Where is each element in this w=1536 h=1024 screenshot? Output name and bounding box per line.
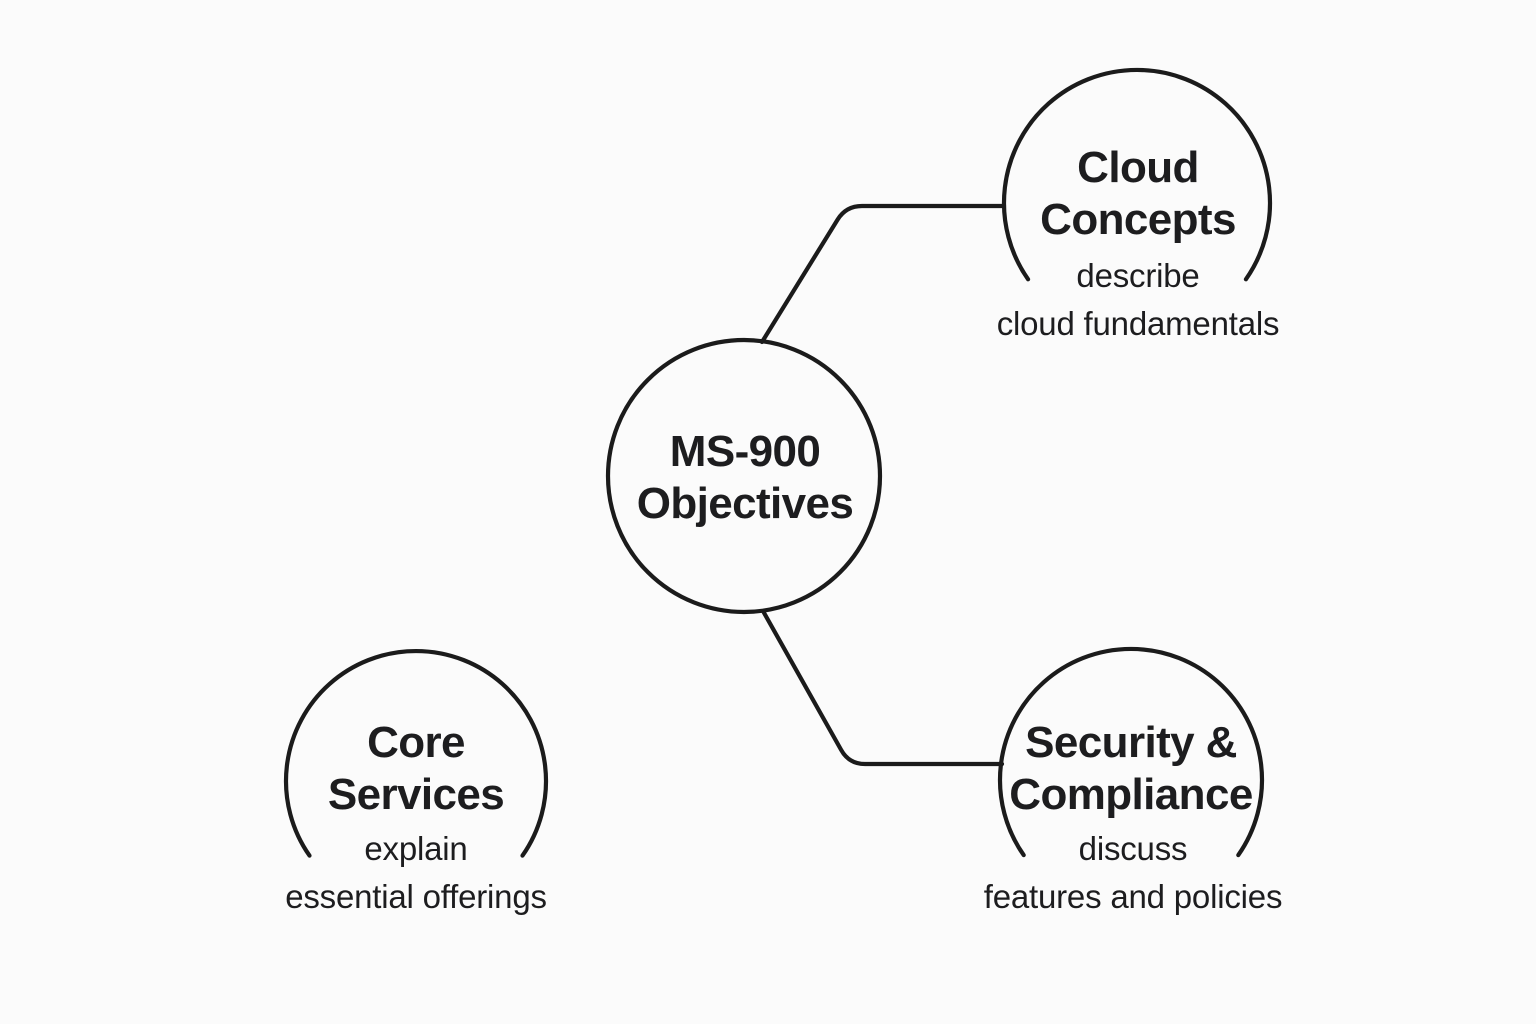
core-services-subtitle-line-1: explain xyxy=(364,830,468,867)
security-compliance-node-circle xyxy=(997,646,1265,858)
center-node-label-line-1: MS-900 xyxy=(669,427,821,476)
core-services-title-line-1: Core xyxy=(367,718,465,767)
security-compliance-title-line-1: Security & xyxy=(1025,718,1237,767)
center-node-circle xyxy=(605,337,883,615)
core-services-node-circle xyxy=(283,648,549,858)
core-services-subtitle-line-2: essential offerings xyxy=(285,878,547,915)
cloud-concepts-subtitle-line-1: describe xyxy=(1076,257,1200,294)
core-services-node-subtitle: explain essential offerings xyxy=(285,825,547,921)
core-services-title-line-2: Services xyxy=(327,770,505,819)
center-node-label-line-2: Objectives xyxy=(636,479,854,528)
center-node-label: MS-900 Objectives xyxy=(637,426,854,530)
security-compliance-node-label: Security & Compliance xyxy=(1009,717,1253,821)
connector-center-to-security-compliance xyxy=(760,608,1005,767)
cloud-concepts-title-line-1: Cloud xyxy=(1077,143,1199,192)
connector-center-to-cloud-concepts xyxy=(759,203,1007,345)
security-compliance-subtitle-line-1: discuss xyxy=(1078,830,1188,867)
cloud-concepts-node-circle xyxy=(1001,67,1273,282)
security-compliance-title-line-2: Compliance xyxy=(1009,770,1253,819)
cloud-concepts-title-line-2: Concepts xyxy=(1040,195,1236,244)
cloud-concepts-node-label: Cloud Concepts xyxy=(1040,142,1236,246)
core-services-node-label: Core Services xyxy=(327,717,505,821)
security-compliance-subtitle-line-2: features and policies xyxy=(983,878,1283,915)
cloud-concepts-subtitle-line-2: cloud fundamentals xyxy=(996,305,1280,342)
security-compliance-node-subtitle: discuss features and policies xyxy=(984,825,1283,921)
cloud-concepts-node-subtitle: describe cloud fundamentals xyxy=(997,252,1280,348)
